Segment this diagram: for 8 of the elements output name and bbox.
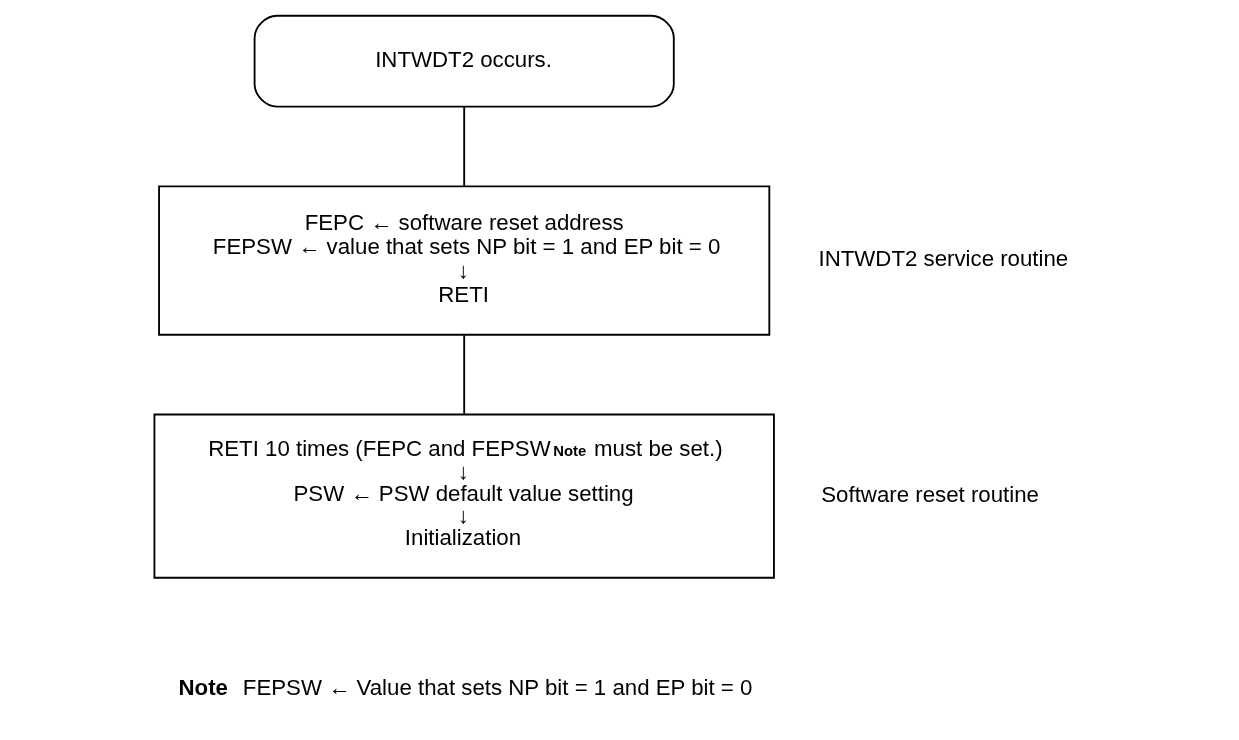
node-label: INTWDT2 service routine [817,246,1068,272]
node-box: RETI 10 times (FEPC and FEPSWNote must be set.) ↓ PSW ← PSW default value setting ↓ Initialization [153,413,775,579]
connector [462,334,465,415]
node-box: FEPC ← software reset address FEPSW ← value that sets NP bit = 1 and EP bit = 0 ↓ RETI [157,185,770,336]
node-label: Software reset routine [820,481,1039,507]
connector [462,106,465,187]
node-box: INTWDT2 occurs. [253,14,675,108]
label: Note FEPSW ← Value that sets NP bit = 1 and EP bit = 0 [178,674,752,700]
